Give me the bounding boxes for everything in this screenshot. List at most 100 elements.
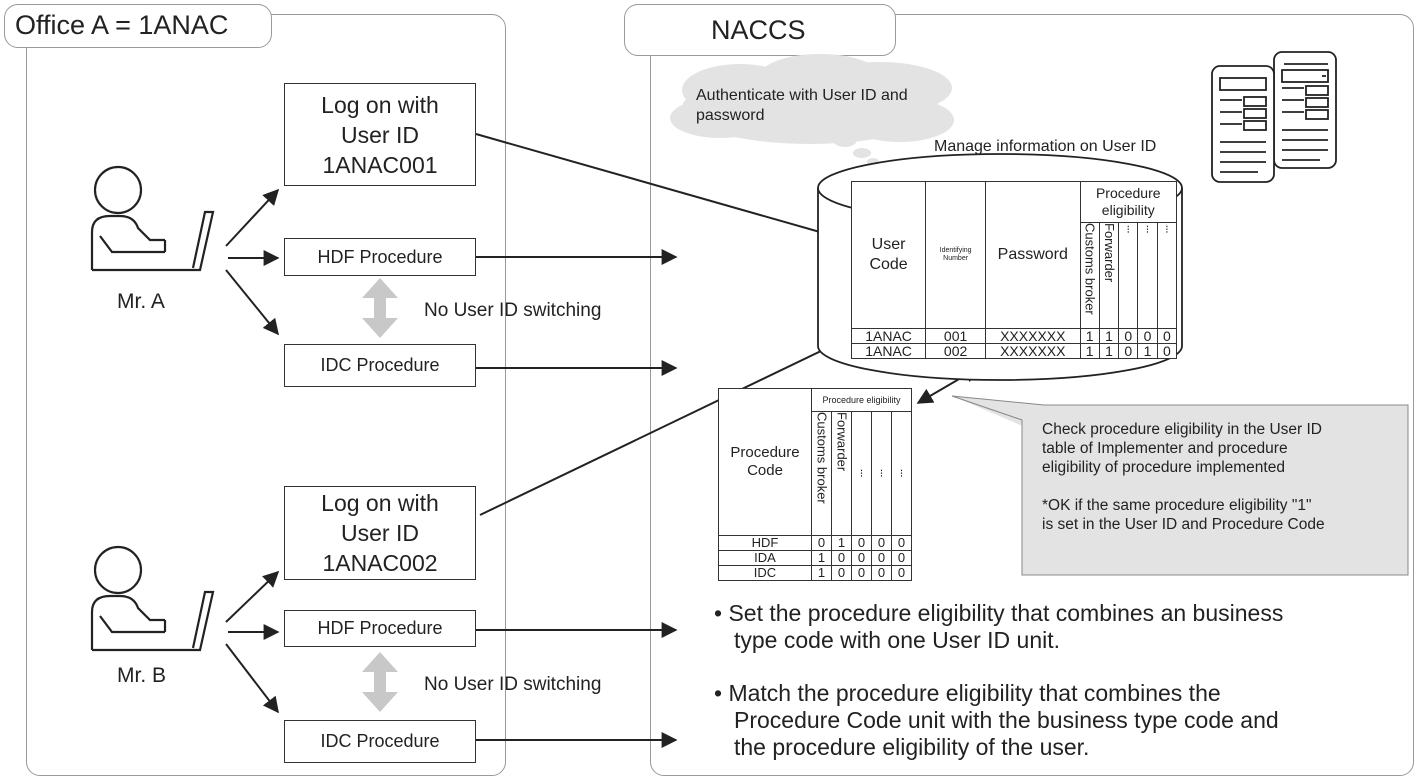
naccs-panel-title: NACCS [624, 4, 896, 56]
callout-line-1: Check procedure eligibility in the User … [1042, 421, 1322, 438]
elig-col-customs-broker: Customs broker [1079, 222, 1100, 329]
procedure-code-table: Procedure Code Procedure eligibility Cus… [718, 388, 912, 581]
person-b-label: Mr. B [117, 664, 167, 687]
bullet-1-line-2: type code with one User ID unit. [734, 627, 1060, 653]
proc-row-3-flag: 0 [851, 565, 872, 581]
table-row: IDC 1 0 0 0 0 [718, 565, 912, 581]
proc-col-forwarder-text: Forwarder [834, 412, 850, 472]
proc-row-3-flag: 0 [871, 565, 892, 581]
identifying-number-header: Identifying Number [925, 181, 987, 329]
proc-col-customs-broker-text: Customs broker [814, 412, 830, 504]
user-row-2-flag: 1 [1098, 343, 1120, 359]
elig-col-more-2: ⁝ [1137, 222, 1158, 329]
user-row-2-flag: 0 [1156, 343, 1178, 359]
proc-row-1-flag: 0 [811, 535, 832, 551]
table-row: HDF 0 1 0 0 0 [718, 535, 912, 551]
callout-line-3: eligibility of procedure implemented [1042, 459, 1285, 476]
eligibility-header-l1: Procedure [1095, 185, 1161, 201]
callout-note-2: is set in the User ID and Procedure Code [1042, 516, 1325, 533]
logon-b-line1: Log on with [321, 490, 439, 516]
logon-b-line3: 1ANAC002 [322, 550, 438, 576]
server-icon [1211, 51, 1337, 183]
user-row-2-flag: 0 [1118, 343, 1139, 359]
proc-row-3-flag: 1 [811, 565, 832, 581]
proc-row-2-flag: 0 [851, 550, 872, 566]
proc-row-3-flag: 0 [891, 565, 912, 581]
bullet-2: • Match the procedure eligibility that c… [714, 680, 1279, 761]
proc-row-2-flag: 0 [871, 550, 892, 566]
table-row: 1ANAC 001 XXXXXXX 1 1 0 0 0 [850, 328, 1178, 344]
table-row: 1ANAC 002 XXXXXXX 1 1 0 1 0 [850, 343, 1178, 359]
office-panel-title: Office A = 1ANAC [4, 4, 272, 48]
cloud-shape [670, 54, 954, 166]
callout-text: Check procedure eligibility in the User … [1042, 420, 1325, 534]
elig-col-more-1: ⁝ [1118, 222, 1139, 329]
proc-row-2-flag: 1 [811, 550, 832, 566]
callout-shape [950, 395, 1409, 576]
proc-eligibility-header: Procedure eligibility [811, 388, 912, 412]
logon-a-line1: Log on with [321, 91, 439, 118]
user-row-1-flag: 1 [1098, 328, 1120, 344]
bullet-2-line-2: Procedure Code unit with the business ty… [734, 707, 1279, 733]
bullet-1: • Set the procedure eligibility that com… [714, 600, 1283, 654]
elig-col-forwarder-text: Forwarder [1101, 223, 1117, 283]
proc-row-3-code: IDC [718, 565, 812, 581]
bullet-2-line-1: • Match the procedure eligibility that c… [714, 680, 1221, 706]
user-row-1-flag: 1 [1079, 328, 1100, 344]
procedure-box-a-idc: IDC Procedure [284, 344, 476, 387]
proc-row-1-code: HDF [718, 535, 812, 551]
user-row-2-password: XXXXXXX [985, 343, 1081, 359]
user-row-2-flag: 1 [1079, 343, 1100, 359]
user-row-2-number: 002 [925, 343, 987, 359]
elig-col-forwarder: Forwarder [1098, 222, 1120, 329]
proc-row-1-flag: 0 [851, 535, 872, 551]
person-a-icon [90, 165, 215, 272]
logon-a-line3: 1ANAC001 [322, 151, 438, 178]
eligibility-header: Procedure eligibility [1079, 181, 1178, 223]
table-row: IDA 1 0 0 0 0 [718, 550, 912, 566]
logon-a-line2: User ID [341, 121, 419, 148]
no-switch-label-b: No User ID switching [424, 674, 602, 695]
cloud-text: Authenticate with User ID and password [696, 86, 908, 126]
logon-box-a: Log on with User ID 1ANAC001 [284, 83, 476, 186]
user-row-1-flag: 0 [1156, 328, 1178, 344]
procedure-code-header: Procedure Code [718, 388, 812, 536]
person-a-label: Mr. A [117, 290, 165, 313]
elig-col-more-3: ⁝ [1156, 222, 1178, 329]
user-code-header: User Code [850, 181, 927, 329]
user-row-2-code: 1ANAC [850, 343, 927, 359]
cloud-line-1: Authenticate with User ID and [696, 87, 908, 104]
proc-row-1-flag: 0 [891, 535, 912, 551]
manage-caption: Manage information on User ID [934, 138, 1157, 155]
procedure-box-b-hdf: HDF Procedure [284, 610, 476, 647]
proc-row-2-code: IDA [718, 550, 812, 566]
procedure-box-a-hdf: HDF Procedure [284, 238, 476, 276]
callout-line-2: table of Implementer and procedure [1042, 440, 1288, 457]
user-row-1-code: 1ANAC [850, 328, 927, 344]
user-row-1-flag: 0 [1118, 328, 1139, 344]
eligibility-header-l2: eligibility [1101, 202, 1155, 218]
proc-col-customs-broker: Customs broker [811, 411, 832, 536]
bullet-2-line-3: the procedure eligibility of the user. [734, 734, 1090, 760]
bullet-1-line-1: • Set the procedure eligibility that com… [714, 600, 1284, 626]
logon-box-b: Log on with User ID 1ANAC002 [284, 486, 476, 580]
proc-row-1-flag: 1 [831, 535, 852, 551]
identifying-number-header-l1: Identifying [939, 247, 972, 254]
logon-b-line2: User ID [341, 520, 419, 546]
person-b-icon [90, 545, 215, 652]
user-code-header-l2: Code [869, 256, 908, 273]
password-header: Password [985, 181, 1081, 329]
procedure-box-b-idc: IDC Procedure [284, 720, 476, 763]
proc-row-3-flag: 0 [831, 565, 852, 581]
user-code-header-l1: User [871, 236, 906, 253]
procedure-code-header-l1: Procedure [730, 444, 800, 461]
proc-row-1-flag: 0 [871, 535, 892, 551]
user-row-1-flag: 0 [1137, 328, 1158, 344]
no-switch-label-a: No User ID switching [424, 300, 602, 321]
proc-row-2-flag: 0 [831, 550, 852, 566]
user-row-1-number: 001 [925, 328, 987, 344]
elig-col-customs-broker-text: Customs broker [1082, 223, 1098, 315]
identifying-number-header-l2: Number [943, 255, 969, 262]
proc-row-2-flag: 0 [891, 550, 912, 566]
user-id-table: User Code Identifying Number Password Pr… [850, 181, 1178, 359]
